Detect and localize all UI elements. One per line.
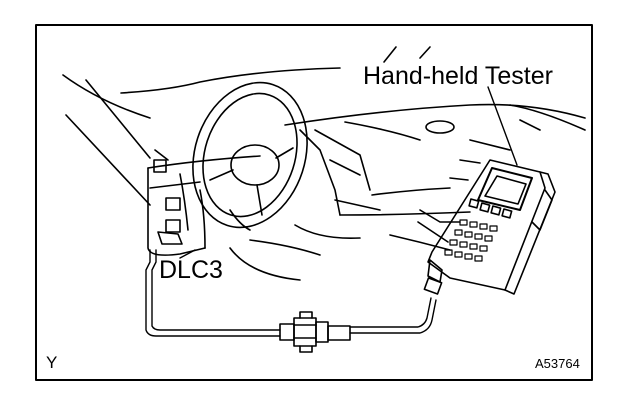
windshield <box>62 46 431 206</box>
cable-adapter <box>279 311 351 353</box>
instrument-panel <box>147 149 261 256</box>
tester-leader-line <box>487 86 518 166</box>
passenger-dash <box>449 139 511 181</box>
center-console <box>229 129 471 281</box>
cable <box>145 249 437 337</box>
steering-wheel <box>192 81 308 231</box>
figure-code: A53764 <box>535 356 580 371</box>
tester-label: Hand-held Tester <box>363 62 553 90</box>
tester-keypad <box>444 219 498 262</box>
dlc3-leader-line <box>179 249 196 259</box>
frame <box>35 24 593 381</box>
tester-device <box>423 159 556 295</box>
corner-mark: Y <box>46 353 58 372</box>
dashboard-top <box>284 103 586 141</box>
dlc3-label: DLC3 <box>159 256 223 284</box>
